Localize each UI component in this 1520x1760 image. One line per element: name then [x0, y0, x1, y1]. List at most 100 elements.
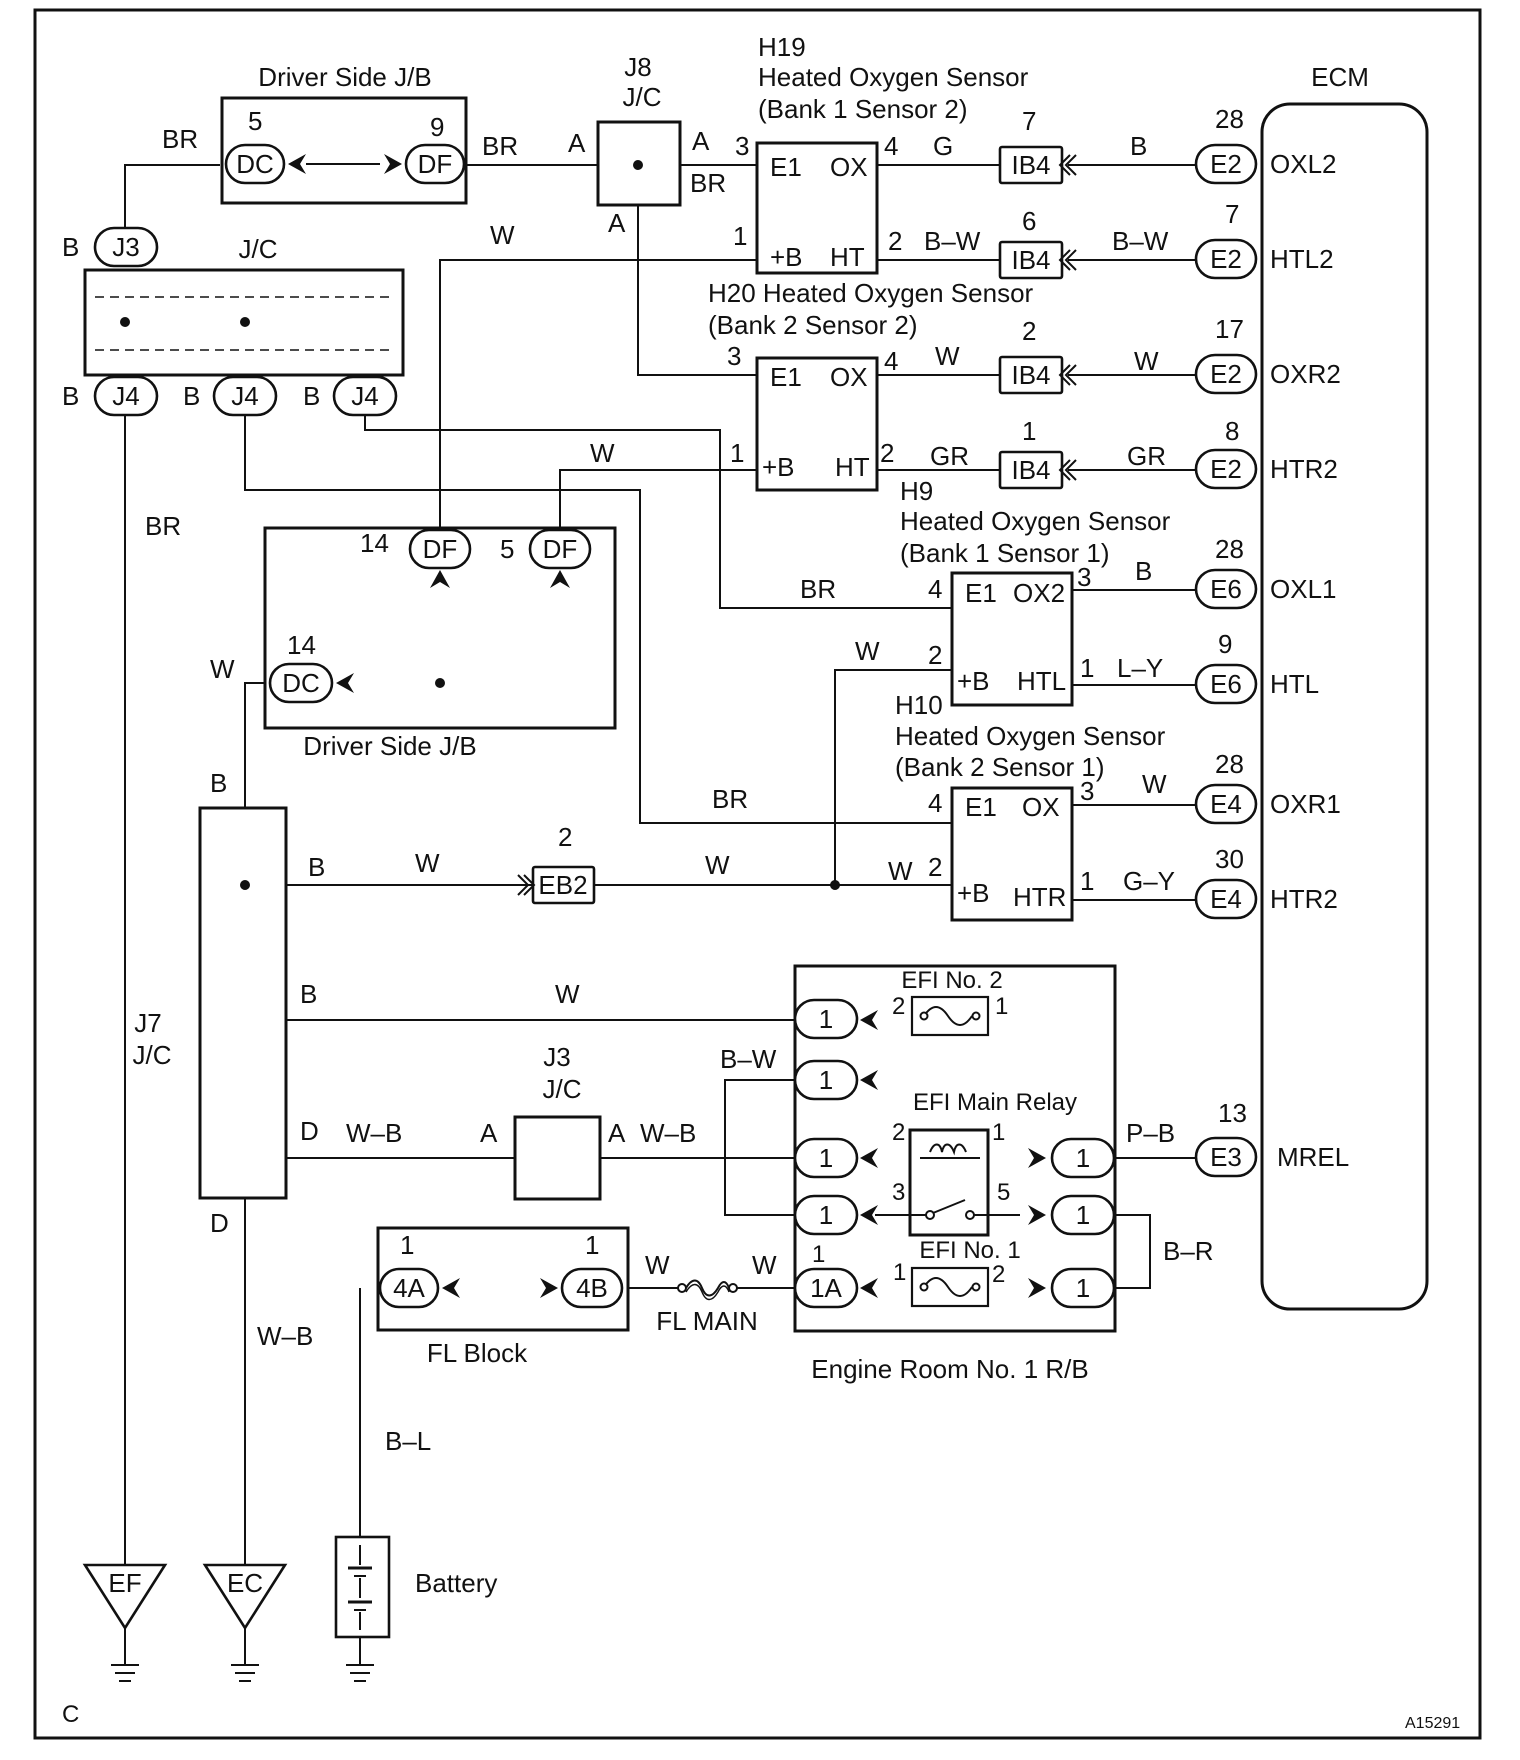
wire-color: W [752, 1250, 777, 1280]
connector-er-r1 [1050, 1137, 1116, 1179]
pin-number: 1 [585, 1230, 599, 1260]
connector-j3 [93, 226, 159, 268]
pin-number: 28 [1215, 104, 1244, 134]
battery-label: Battery [415, 1568, 497, 1598]
connector-label: E2 [1210, 149, 1242, 179]
connector-e2-7 [1194, 238, 1258, 280]
pin-number: D [210, 1208, 229, 1238]
pin-number: 13 [1218, 1098, 1247, 1128]
connector-er-r3 [1050, 1267, 1116, 1309]
battery-icon [334, 1535, 391, 1682]
wire-color: W [888, 856, 913, 886]
pin-number: 2 [880, 438, 894, 468]
connector-ib4-2 [998, 355, 1064, 395]
connector-4a [378, 1267, 440, 1309]
pin-name: OX [1022, 792, 1060, 822]
pin-number: A [568, 128, 586, 158]
wire-color: B [303, 381, 320, 411]
ecm-box [1260, 102, 1429, 1311]
fl-block-label: FL Block [427, 1338, 528, 1368]
pin-number: 1 [400, 1230, 414, 1260]
connector-df-5 [528, 528, 592, 570]
connector-label: DC [236, 149, 274, 179]
jc-label: J/C [239, 234, 278, 264]
pin-number: 1 [730, 438, 744, 468]
pin-number: A [480, 1118, 498, 1148]
wire-color: W [1134, 346, 1159, 376]
connector-j4-3 [332, 375, 398, 417]
wire-color: W–B [640, 1118, 696, 1148]
ecm-terminal-oxr2: OXR2 [1270, 359, 1341, 389]
wire-color: BR [162, 124, 198, 154]
connector-ib4-7 [998, 145, 1064, 185]
efi-main-relay [908, 1128, 990, 1237]
jc-box [83, 268, 405, 377]
connector-label: IB4 [1011, 150, 1050, 180]
wire-color: GR [930, 441, 969, 471]
h9-title: Heated Oxygen Sensor [900, 506, 1171, 536]
engine-room-label: Engine Room No. 1 R/B [811, 1354, 1088, 1384]
pin-number: D [300, 1116, 319, 1146]
connector-er-1a-fl [793, 1267, 859, 1309]
connector-df-14 [408, 528, 472, 570]
j8-label: J8 [624, 52, 651, 82]
connector-ib4-1 [998, 450, 1064, 490]
connector-label: E4 [1210, 884, 1242, 914]
pin-name: OX [830, 152, 868, 182]
connector-label: 1 [819, 1143, 833, 1173]
pin-number: A [608, 208, 626, 238]
wire-color: W [705, 850, 730, 880]
ecm-terminal-htl2: HTL2 [1270, 244, 1334, 274]
connector-label: 1 [819, 1200, 833, 1230]
ground-label: EF [108, 1568, 141, 1598]
connector-label: EB2 [538, 870, 587, 900]
connector-e4-28 [1194, 783, 1258, 825]
connectors: DC DF J3 J4 J4 J4 DF DF DC IB4 IB4 IB4 I… [93, 143, 1258, 1309]
pin-name: +B [762, 452, 795, 482]
connector-er-r2 [1050, 1194, 1116, 1236]
sensor-pin-labels: E1 OX +B HT E1 OX +B HT E1 OX2 +B HTL E1… [762, 152, 1066, 912]
connector-dc-5 [224, 143, 286, 185]
connector-label: E6 [1210, 669, 1242, 699]
connector-er-1c [793, 1137, 859, 1179]
wire-color: BR [145, 511, 181, 541]
wire-color: W [1142, 769, 1167, 799]
pin-number: A [692, 126, 710, 156]
driver-jb-mid-title: Driver Side J/B [303, 731, 476, 761]
connector-label: 1 [819, 1065, 833, 1095]
pin-number: 1 [1022, 416, 1036, 446]
connector-label: J4 [112, 381, 139, 411]
connector-label: E4 [1210, 789, 1242, 819]
pin-name: HTR [1013, 882, 1066, 912]
pin-number: 28 [1215, 534, 1244, 564]
ecm-terminal-oxl1: OXL1 [1270, 574, 1337, 604]
wire-color: B–W [720, 1044, 777, 1074]
connector-label: DF [418, 149, 453, 179]
wire-color: B [1135, 556, 1152, 586]
h19-label: H19 [758, 32, 806, 62]
wire-color: W [490, 220, 515, 250]
connector-label: E2 [1210, 244, 1242, 274]
connector-label: IB4 [1011, 455, 1050, 485]
pin-numbers: 5 9 A A A 3 4 7 28 1 2 6 7 3 4 2 17 1 2 … [210, 104, 1247, 1288]
connector-label: J3 [112, 232, 139, 262]
pin-number: 30 [1215, 844, 1244, 874]
pin-number: 8 [1225, 416, 1239, 446]
j7-jc-label: J/C [133, 1040, 172, 1070]
wire-color: BR [712, 784, 748, 814]
ecm-title: ECM [1311, 62, 1369, 92]
pin-number: 5 [997, 1179, 1010, 1206]
j7-label: J7 [134, 1008, 161, 1038]
ib4-chevrons [1058, 154, 1077, 481]
pin-number: 2 [892, 993, 905, 1020]
j3-jc-box [513, 1115, 602, 1201]
driver-jb-top-title: Driver Side J/B [258, 62, 431, 92]
wire-color: W [555, 979, 580, 1009]
connector-df-9 [404, 143, 466, 185]
wire-color: B [1130, 131, 1147, 161]
sensor-h10 [950, 786, 1074, 922]
connector-label: J4 [231, 381, 258, 411]
wire-color: B–R [1163, 1236, 1214, 1266]
j7-jc-box [198, 806, 288, 1200]
